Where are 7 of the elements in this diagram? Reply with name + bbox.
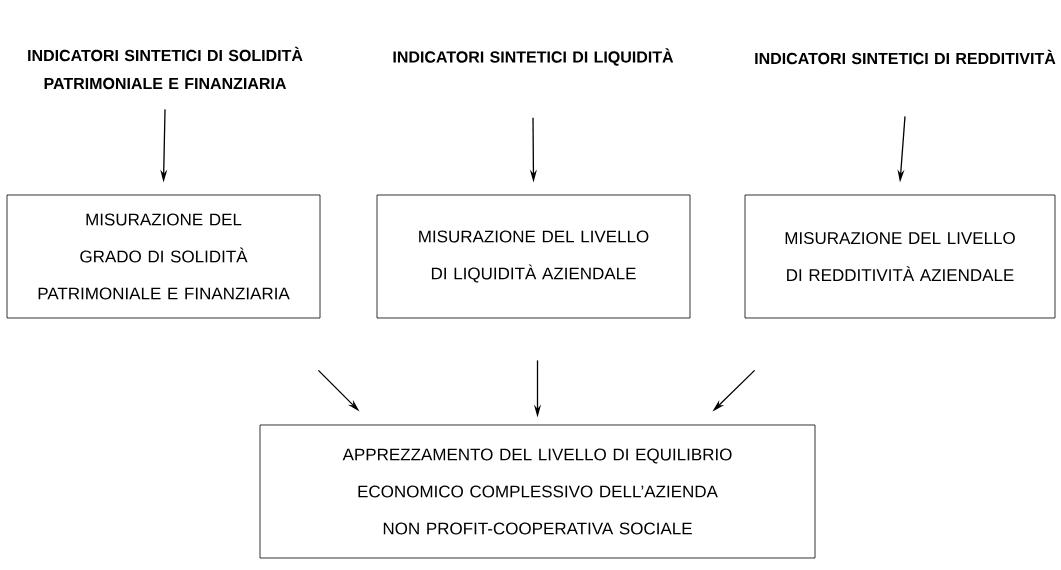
heading-text: INDICATORI SINTETICI DI REDDITIVITÀ [755,49,1056,65]
process-box: MISURAZIONE DEL LIVELLO DI LIQUIDITÀ AZIENDALE [376,194,691,319]
heading-text: INDICATORI SINTETICI DI SOLIDITÀ PATRIMONIALE E FINANZIARIA [28,46,303,90]
process-box: APPREZZAMENTO DEL LIVELLO DI EQUILIBRIO ECONOMICO COMPLESSIVO DELL’AZIENDA NON PROFIT-COOPERATIVA SOCIALE [259,424,816,559]
heading-text: INDICATORI SINTETICI DI LIQUIDITÀ [393,48,674,66]
process-box: MISURAZIONE DEL GRADO DI SOLIDITÀ PATRIMONIALE E FINANZIARIA [6,194,321,319]
process-box: MISURAZIONE DEL LIVELLO DI REDDITIVITÀ AZIENDALE [744,194,1056,319]
